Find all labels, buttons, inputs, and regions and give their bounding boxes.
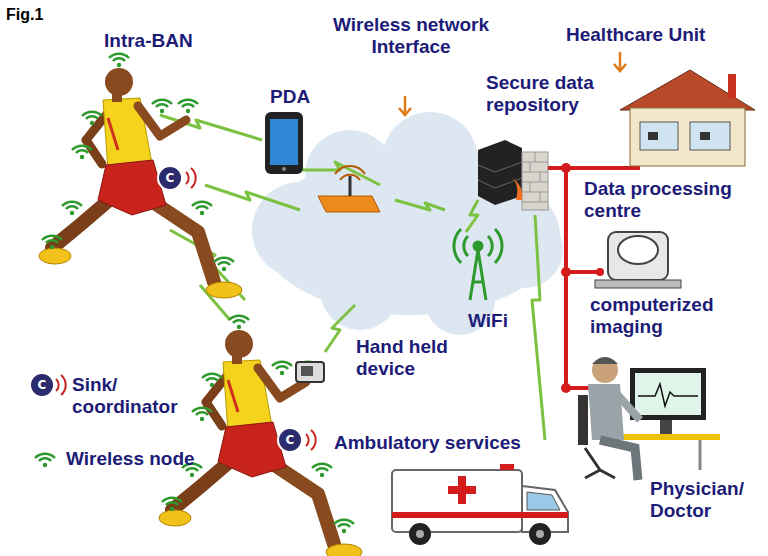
service-label: Ambulatory services (334, 432, 521, 454)
wifi-tower (454, 229, 502, 300)
repository-label: Secure data repository (486, 72, 616, 116)
region-label: Intra-BAN (104, 30, 193, 52)
device-label: Hand held device (356, 336, 466, 380)
sink-coordinator: C (277, 427, 303, 453)
sink-coordinator: C (29, 372, 55, 398)
handheld-device (296, 362, 324, 382)
network-cloud (252, 112, 563, 335)
imaging-machine (595, 232, 681, 288)
pointer-arrow (399, 52, 626, 115)
wifi-label: WiFi (468, 310, 508, 332)
pda-device (265, 112, 303, 174)
sink-coordinator: C (157, 165, 183, 191)
node-letter: C (286, 434, 295, 446)
legend-text: Wireless node (66, 448, 195, 470)
node-letter: C (38, 379, 47, 391)
data-server (478, 140, 548, 210)
facility-label: Healthcare Unit (566, 24, 705, 46)
runner-figure (39, 54, 242, 298)
centre-label: Data processing centre (584, 178, 746, 222)
network-label: Wireless network Interface (326, 14, 496, 58)
ambulance (392, 464, 568, 545)
person-label: Physician/ Doctor (650, 478, 762, 522)
runner-figure (159, 316, 362, 556)
healthcare-house (620, 70, 755, 166)
figure-number: Fig.1 (6, 4, 43, 26)
imaging-label: computerized imaging (590, 294, 732, 338)
device-label: PDA (270, 86, 310, 108)
physician-figure (578, 357, 720, 480)
node-letter: C (166, 172, 175, 184)
legend-text: Sink/ coordinator (72, 374, 196, 418)
router (318, 166, 380, 212)
